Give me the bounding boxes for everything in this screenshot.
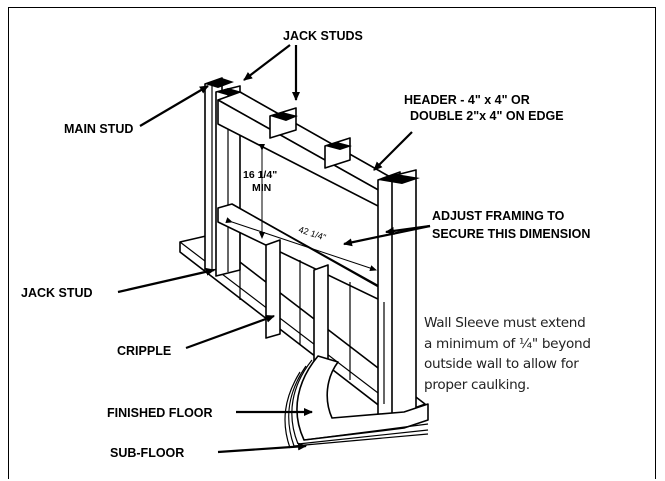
header <box>217 91 393 209</box>
dimension-lines <box>225 144 377 271</box>
label-cripple: CRIPPLE <box>117 344 171 358</box>
dimension-width: 42 1/4" <box>297 224 327 242</box>
diagram-border <box>8 7 656 479</box>
label-adjust-line1: ADJUST FRAMING TO <box>432 209 565 223</box>
wall-sleeve-note: Wall Sleeve must extend a minimum of ¼" … <box>424 313 642 395</box>
floor-section <box>284 355 429 449</box>
label-sub-floor: SUB-FLOOR <box>110 446 184 460</box>
note-line: a minimum of ¼" beyond <box>424 335 591 352</box>
label-adjust-line2: SECURE THIS DIMENSION <box>432 227 590 241</box>
label-header-line2: DOUBLE 2"x 4" ON EDGE <box>410 109 564 123</box>
note-line: outside wall to allow for <box>424 356 579 372</box>
note-line: Wall Sleeve must extend <box>424 315 586 331</box>
label-finished-floor: FINISHED FLOOR <box>107 406 213 420</box>
label-jack-studs: JACK STUDS <box>283 29 363 43</box>
dimension-height-line2: MIN <box>252 182 271 194</box>
dimension-height-line1: 16 1/4" <box>243 169 277 181</box>
label-main-stud: MAIN STUD <box>64 122 133 136</box>
note-line: proper caulking. <box>424 376 530 393</box>
label-header-line1: HEADER - 4" x 4" OR <box>404 93 530 107</box>
label-jack-stud: JACK STUD <box>21 286 93 300</box>
leader-arrows <box>117 44 431 454</box>
